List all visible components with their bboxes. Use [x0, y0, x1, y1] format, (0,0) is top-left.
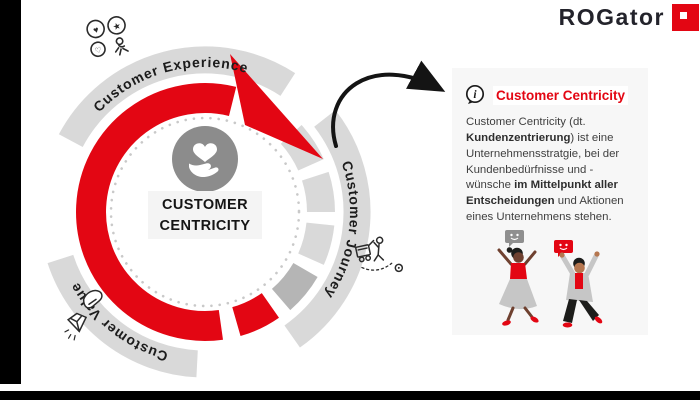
- svg-text:♡: ♡: [94, 45, 103, 56]
- red-circular-arrow: [76, 54, 323, 341]
- paragraph-seg3: ) ist eine Unternehmensstratgie, bei der…: [466, 131, 620, 192]
- infobox-title: Customer Centricity: [493, 85, 629, 105]
- hand-diamond-icon: [64, 289, 103, 341]
- center-label-line2: CENTRICITY: [160, 218, 251, 234]
- definition-infobox: i Customer Centricity Customer Centricit…: [452, 68, 648, 335]
- svg-text:i: i: [473, 89, 477, 101]
- info-speech-bubble-icon: i: [465, 84, 485, 104]
- center-label: CUSTOMER CENTRICITY: [148, 191, 262, 239]
- rogator-logo-square-icon: [672, 4, 699, 31]
- bottom-frame-bar: [0, 391, 700, 400]
- paragraph-seg4-bold: im Mittelpunkt aller Entscheidungen: [466, 179, 618, 208]
- outer-label-bands: [47, 46, 371, 378]
- heart-in-hand-icon: [172, 126, 238, 192]
- left-frame-bar: [0, 0, 21, 384]
- dashed-ring-segments: [271, 125, 335, 311]
- infobox-header: i Customer Centricity: [464, 84, 634, 106]
- infobox-paragraph: Customer Centricity (dt. Kundenzentrieru…: [466, 115, 634, 226]
- red-speech-bubble-icon: [554, 239, 573, 257]
- paragraph-seg2-bold: Kundenzentrierung: [466, 131, 571, 144]
- rogator-logo-text: ROGator: [558, 4, 665, 30]
- paragraph-seg5: und Aktionen eines Unternehmens stehen.: [466, 195, 624, 224]
- red-arrowhead: [230, 54, 323, 159]
- gray-speech-bubble-icon: [505, 229, 524, 247]
- jumping-woman: [497, 247, 539, 326]
- paragraph-seg1: Customer Centricity (dt.: [466, 116, 586, 128]
- rogator-logo: ROGator: [559, 3, 700, 32]
- celebrating-people-illustration: [497, 229, 603, 328]
- svg-text:★: ★: [111, 20, 122, 32]
- jumping-man: [559, 251, 603, 328]
- connector-arrow: [331, 60, 446, 148]
- experience-symbols-icon: ♥ ★ ♡: [86, 16, 129, 58]
- customer-centricity-ring-diagram: CUSTOMER CENTRICITY Customer Experience …: [47, 16, 446, 378]
- shopping-journey-icon: [355, 236, 404, 273]
- dotted-circle: [109, 116, 301, 308]
- svg-text:♥: ♥: [92, 24, 100, 35]
- center-label-line1: CUSTOMER: [162, 197, 248, 213]
